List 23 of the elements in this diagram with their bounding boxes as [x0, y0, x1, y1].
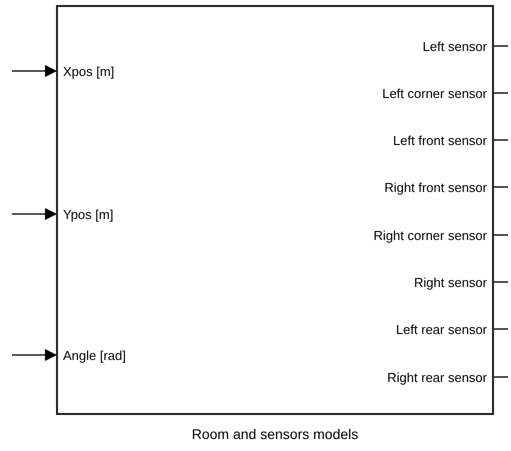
signal-arrow — [12, 208, 57, 220]
port-label: Right sensor — [414, 276, 488, 288]
port-label: Right corner sensor — [374, 228, 488, 242]
port-label: Right rear sensor — [387, 370, 488, 384]
signal-arrow — [12, 349, 57, 361]
signal-arrow — [12, 65, 57, 77]
port-label: Angle [rad] — [62, 348, 126, 362]
signal-line — [493, 328, 508, 330]
signal-line — [493, 234, 508, 236]
signal-line — [493, 376, 508, 378]
signal-line — [493, 92, 508, 94]
port-label: Right front sensor — [384, 180, 488, 194]
port-label: Left corner sensor — [382, 86, 488, 100]
port-label: Ypos [m] — [62, 208, 114, 220]
signal-line — [493, 186, 508, 188]
signal-line — [493, 281, 508, 283]
port-label: Left rear sensor — [396, 322, 488, 336]
signal-line — [493, 139, 508, 141]
port-label: Xpos [m] — [62, 64, 114, 78]
port-label: Left sensor — [422, 40, 488, 52]
block-caption: Room and sensors models — [192, 426, 358, 444]
signal-line — [493, 45, 508, 47]
port-label: Left front sensor — [393, 134, 488, 146]
